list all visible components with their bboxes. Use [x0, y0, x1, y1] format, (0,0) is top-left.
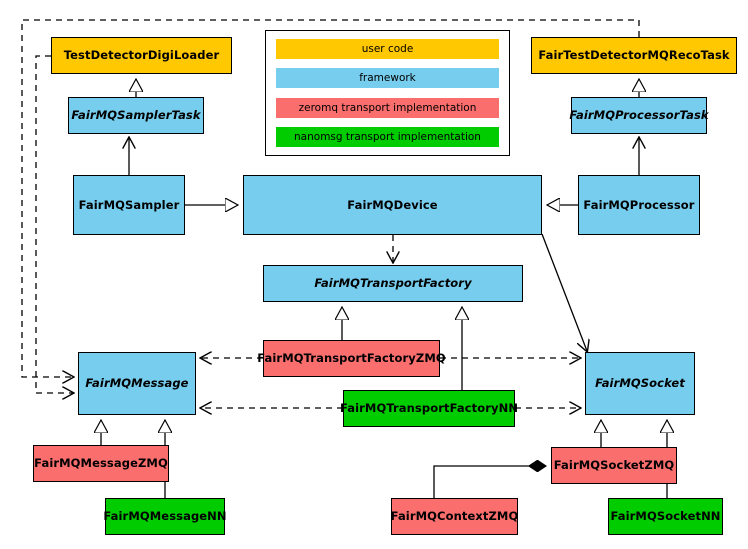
class-node-label: FairMQProcessor: [583, 197, 695, 212]
edge-device-to-socket: [541, 233, 587, 351]
legend-label: user code: [361, 43, 414, 55]
class-node-fairmqtransportfactorynn[interactable]: FairMQTransportFactoryNN: [339, 390, 519, 427]
class-node-fairmqtransportfactory[interactable]: FairMQTransportFactory: [263, 265, 523, 302]
class-node-label: FairMQSocketNN: [610, 509, 721, 524]
class-node-fairmqsampler[interactable]: FairMQSampler: [73, 175, 185, 235]
class-node-fairmqmessagezmq[interactable]: FairMQMessageZMQ: [33, 445, 169, 482]
class-node-label: TestDetectorDigiLoader: [63, 48, 220, 63]
legend-label: zeromq transport implementation: [298, 101, 477, 114]
class-node-fairmqsocketzmq[interactable]: FairMQSocketZMQ: [551, 447, 677, 484]
class-node-fairmqsocket[interactable]: FairMQSocket: [585, 352, 695, 415]
legend-item-nanomsg: nanomsg transport implementation: [276, 126, 499, 147]
legend-item-framework: framework: [276, 68, 499, 89]
class-node-label: FairMQMessage: [85, 376, 189, 391]
class-node-label: FairMQSamplerTask: [71, 108, 201, 123]
edge-contextzmq-to-socketzmq: [433, 466, 546, 498]
class-node-fairmqcontextzmq[interactable]: FairMQContextZMQ: [391, 498, 518, 535]
class-node-label: FairMQDevice: [347, 197, 438, 212]
class-node-label: FairMQTransportFactoryNN: [339, 401, 519, 416]
edge-recotask-to-message: [21, 19, 640, 377]
class-node-label: FairMQMessageNN: [103, 509, 227, 524]
legend-label: nanomsg transport implementation: [294, 130, 481, 143]
class-node-fairmqdevice[interactable]: FairMQDevice: [243, 175, 542, 235]
legend-item-user-code: user code: [276, 39, 499, 59]
class-node-label: FairMQSocketZMQ: [553, 458, 675, 473]
class-node-label: FairMQMessageZMQ: [34, 456, 168, 471]
class-node-fairmqmessage[interactable]: FairMQMessage: [78, 352, 196, 415]
class-node-fairmqsamplertask[interactable]: FairMQSamplerTask: [68, 97, 204, 134]
class-node-fairmqsocketnn[interactable]: FairMQSocketNN: [608, 498, 723, 535]
class-node-fairtestdetectormqrecotask[interactable]: FairTestDetectorMQRecoTask: [531, 37, 737, 74]
legend-label: framework: [359, 72, 416, 85]
class-node-testdetectordigiloader[interactable]: TestDetectorDigiLoader: [51, 37, 232, 74]
class-node-label: FairMQSampler: [78, 197, 180, 212]
class-node-label: FairMQTransportFactory: [314, 276, 472, 291]
class-node-label: FairMQTransportFactoryZMQ: [257, 351, 446, 366]
class-node-label: FairTestDetectorMQRecoTask: [538, 48, 730, 63]
class-node-fairmqprocessortask[interactable]: FairMQProcessorTask: [569, 97, 709, 134]
class-node-label: FairMQProcessorTask: [569, 108, 709, 123]
class-node-fairmqmessagenn[interactable]: FairMQMessageNN: [103, 498, 227, 535]
class-node-fairmqtransportfactoryzmq[interactable]: FairMQTransportFactoryZMQ: [257, 340, 446, 377]
legend-item-zeromq: zeromq transport implementation: [276, 97, 499, 118]
class-node-label: FairMQContextZMQ: [390, 509, 519, 524]
class-node-label: FairMQSocket: [595, 376, 685, 391]
legend-panel: user code framework zeromq transport imp…: [265, 30, 510, 156]
class-node-fairmqprocessor[interactable]: FairMQProcessor: [578, 175, 700, 235]
